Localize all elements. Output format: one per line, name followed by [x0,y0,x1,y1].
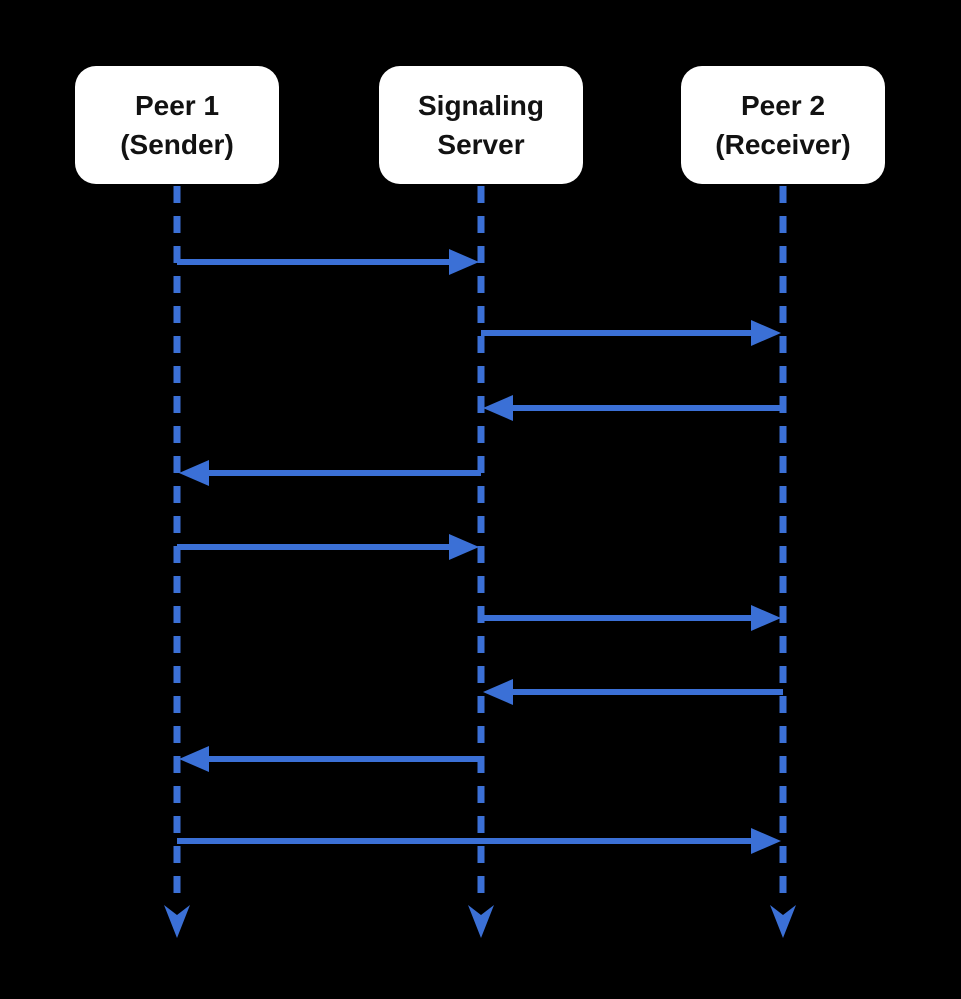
actor-signaling-server: Signaling Server [379,66,583,184]
lifeline-end-arrow-down-icon [164,905,190,938]
message-arrowhead-right-icon [751,828,781,854]
message-arrowhead-left-icon [179,746,209,772]
message-arrowhead-left-icon [483,679,513,705]
lifeline-end-arrow-down-icon [770,905,796,938]
actor-label: Signaling [418,90,544,121]
actor-peer2-receiver: Peer 2 (Receiver) [681,66,885,184]
actor-peer1-sender: Peer 1 (Sender) [75,66,279,184]
message-arrowhead-right-icon [751,320,781,346]
actor-label: Peer 1 [134,90,220,121]
lifeline-end-arrow-down-icon [468,905,494,938]
actor-sublabel: (Receiver) [715,129,851,160]
message-arrowhead-right-icon [751,605,781,631]
message-arrowhead-left-icon [483,395,513,421]
message-arrowhead-right-icon [449,249,479,275]
message-arrowhead-right-icon [449,534,479,560]
actor-label: Peer 2 [740,90,826,121]
message-arrowhead-left-icon [179,460,209,486]
actor-sublabel: Server [437,129,525,160]
actor-sublabel: (Sender) [120,129,234,160]
